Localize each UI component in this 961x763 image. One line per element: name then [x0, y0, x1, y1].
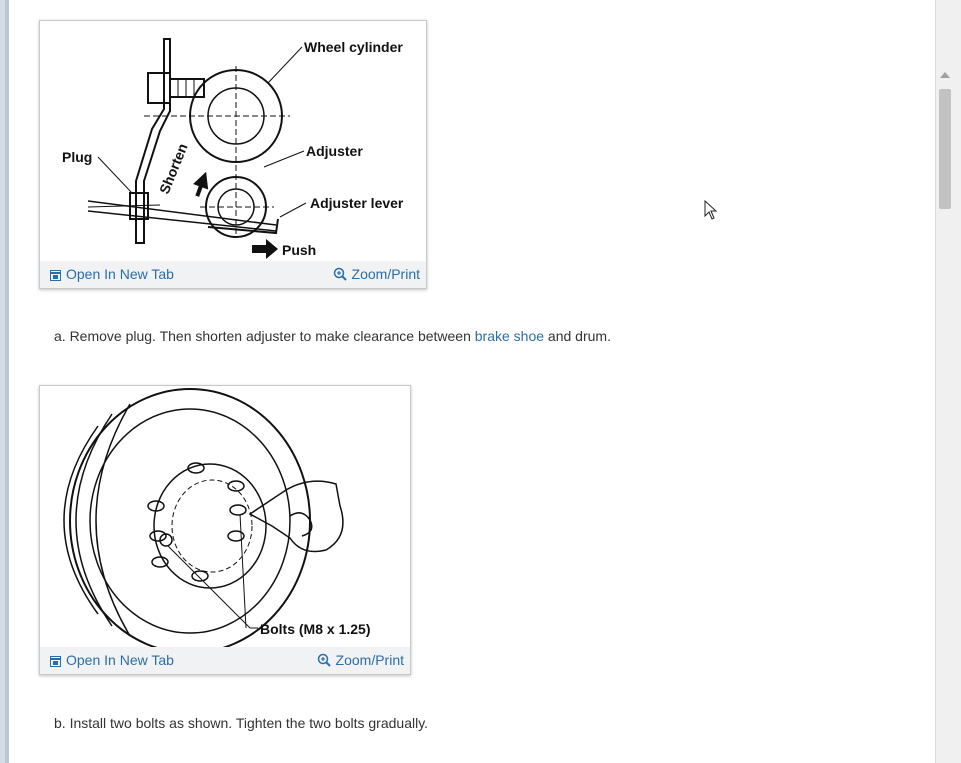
label-bolts: Bolts (M8 x 1.25)	[260, 621, 370, 637]
new-tab-icon	[50, 270, 61, 281]
label-push: Push	[282, 242, 316, 258]
step-b-text: b. Install two bolts as shown. Tighten t…	[54, 715, 429, 731]
open-in-new-tab-label: Open In New Tab	[66, 266, 174, 282]
label-shorten: Shorten	[156, 141, 191, 196]
scroll-up-arrow-icon[interactable]	[940, 72, 950, 78]
open-in-new-tab-link[interactable]: Open In New Tab	[50, 266, 174, 282]
adjuster-diagram: Wheel cylinder Adjuster Adjuster lever P…	[62, 38, 404, 259]
step-a-text: a. Remove plug. Then shorten adjuster to…	[54, 328, 611, 344]
zoom-print-link[interactable]: Zoom/Print	[333, 266, 420, 282]
brake-shoe-link[interactable]: brake shoe	[474, 328, 545, 344]
zoom-icon	[317, 653, 331, 667]
step-a-before: a. Remove plug. Then shorten adjuster to…	[54, 328, 475, 344]
label-adjuster: Adjuster	[306, 143, 363, 159]
zoom-print-label: Zoom/Print	[335, 652, 404, 668]
figure-adjuster: Wheel cylinder Adjuster Adjuster lever P…	[39, 20, 427, 289]
label-wheel-cylinder: Wheel cylinder	[304, 39, 403, 55]
label-plug: Plug	[62, 149, 92, 165]
open-in-new-tab-link[interactable]: Open In New Tab	[50, 652, 174, 668]
window-left-edge	[0, 0, 9, 763]
zoom-print-label: Zoom/Print	[351, 266, 420, 282]
zoom-icon	[333, 267, 347, 281]
mouse-cursor-icon	[704, 200, 718, 220]
figure-footer: Open In New Tab Zoom/Print	[40, 647, 410, 674]
label-adjuster-lever: Adjuster lever	[310, 195, 404, 211]
step-a-after: and drum.	[544, 328, 611, 344]
zoom-print-link[interactable]: Zoom/Print	[317, 652, 404, 668]
new-tab-icon	[50, 656, 61, 667]
brake-drum-diagram: Bolts (M8 x 1.25)	[63, 388, 370, 647]
open-in-new-tab-label: Open In New Tab	[66, 652, 174, 668]
figure-bolts: Bolts (M8 x 1.25) Open In New Tab Zoom/P…	[39, 385, 411, 675]
figure-footer: Open In New Tab Zoom/Print	[40, 261, 426, 288]
scrollbar-thumb[interactable]	[939, 89, 951, 209]
window-left-edge-inner	[5, 0, 9, 763]
